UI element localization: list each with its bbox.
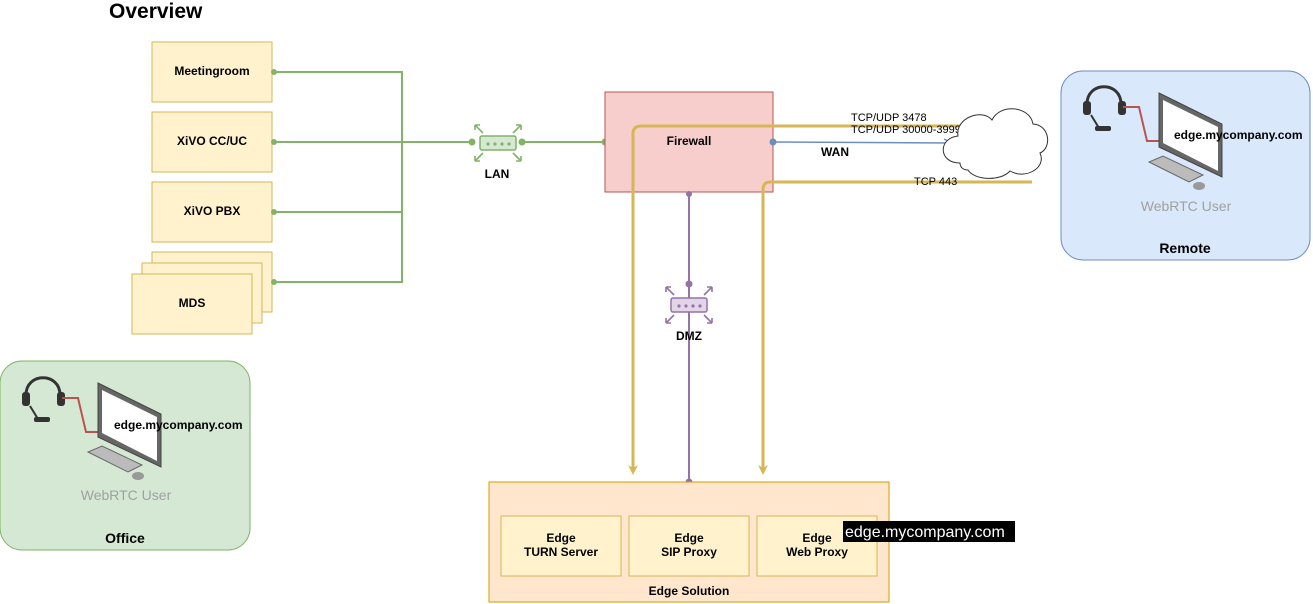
ports-label-https: TCP 443 xyxy=(914,176,957,188)
edge-host-highlight: edge.mycompany.com xyxy=(843,521,1015,542)
lan-label: LAN xyxy=(485,167,510,181)
firewall-label: Firewall xyxy=(667,134,712,148)
page-title: Overview xyxy=(109,0,203,23)
computer-icon xyxy=(1147,92,1223,190)
ports-label-rtp: TCP/UDP 30000-39999 xyxy=(851,124,967,136)
remote-webrtc-user-label: WebRTC User xyxy=(1141,198,1232,214)
wan-connector xyxy=(769,138,954,148)
firewall-box[interactable]: Firewall xyxy=(604,91,774,193)
edge-turn-line-2: TURN Server xyxy=(524,545,598,559)
xivo-cc-uc-box[interactable]: XiVO CC/UC xyxy=(151,111,273,173)
internet-cloud-icon xyxy=(942,108,1049,179)
ports-label-stun: TCP/UDP 3478 xyxy=(851,112,927,124)
wan-label: WAN xyxy=(821,145,849,159)
edge-web-line-1: Edge xyxy=(802,531,832,545)
meetingroom-label: Meetingroom xyxy=(174,64,249,78)
edge-sip-line-1: Edge xyxy=(674,531,704,545)
edge-turn-line-1: Edge xyxy=(546,531,576,545)
office-webrtc-user-label: WebRTC User xyxy=(81,487,172,503)
mds-stack[interactable]: MDS xyxy=(131,251,273,335)
edge-web-line-2: Web Proxy xyxy=(786,545,848,559)
office-group[interactable]: edge.mycompany.com WebRTC User Office xyxy=(0,360,251,551)
lan-connector-dots xyxy=(271,69,609,285)
office-label: Office xyxy=(105,530,145,546)
office-host-label: edge.mycompany.com xyxy=(114,418,242,432)
remote-label: Remote xyxy=(1159,240,1211,256)
meetingroom-box[interactable]: Meetingroom xyxy=(151,41,273,103)
edge-turn-server-box[interactable]: Edge TURN Server xyxy=(500,515,622,577)
dmz-switch-icon[interactable]: DMZ xyxy=(665,286,713,343)
edge-host-label: edge.mycompany.com xyxy=(845,524,1005,541)
headset-icon xyxy=(1083,85,1161,142)
tls-connectors xyxy=(628,124,1032,475)
xivo-pbx-label: XiVO PBX xyxy=(184,204,241,218)
computer-icon xyxy=(86,382,162,480)
mds-label: MDS xyxy=(179,296,206,310)
lan-switch-icon[interactable]: LAN xyxy=(474,124,522,181)
dmz-label: DMZ xyxy=(676,329,702,343)
xivo-cc-uc-label: XiVO CC/UC xyxy=(177,134,247,148)
lan-connectors xyxy=(272,71,605,283)
remote-group[interactable]: edge.mycompany.com WebRTC User Remote xyxy=(1060,70,1311,261)
edge-solution-label: Edge Solution xyxy=(649,584,730,598)
xivo-pbx-box[interactable]: XiVO PBX xyxy=(151,181,273,243)
headset-icon xyxy=(22,376,100,433)
remote-host-label: edge.mycompany.com xyxy=(1174,128,1302,142)
edge-sip-proxy-box[interactable]: Edge SIP Proxy xyxy=(628,515,750,577)
edge-sip-line-2: SIP Proxy xyxy=(661,545,717,559)
